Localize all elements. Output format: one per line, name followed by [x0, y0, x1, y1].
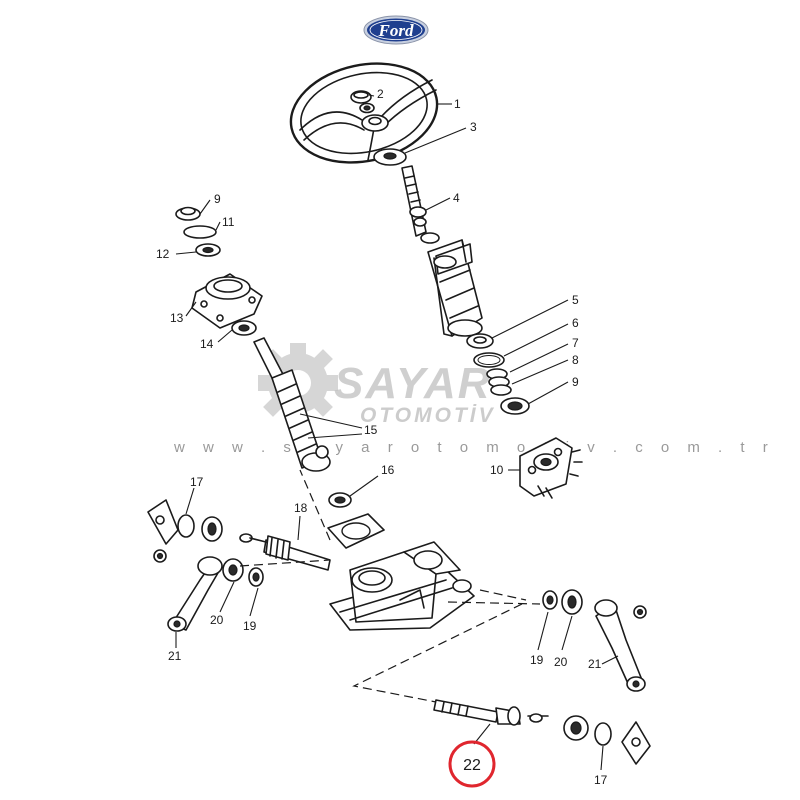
- callout-15: 15: [364, 423, 378, 437]
- seal-ring: [466, 333, 494, 349]
- bearing-race: [195, 243, 221, 257]
- callout-8: 8: [572, 353, 579, 367]
- o-ring-right: [594, 722, 612, 746]
- gear-housing: [329, 541, 475, 631]
- flange-plate-left: [147, 499, 179, 545]
- callout-17-right: 17: [594, 773, 608, 787]
- callout-14: 14: [200, 337, 214, 351]
- worm-shaft: [253, 337, 331, 472]
- o-ring-left: [177, 514, 195, 538]
- callout-6: 6: [572, 316, 579, 330]
- bearing-cup-lower: [500, 397, 530, 415]
- bushing-left: [201, 516, 223, 542]
- bushing-left-2: [222, 558, 244, 582]
- pitman-arm-right: [594, 599, 646, 692]
- callout-20-right: 20: [554, 655, 568, 669]
- callout-21-right: 21: [588, 657, 602, 671]
- lower-shaft: [433, 699, 549, 726]
- seal-right: [542, 590, 558, 610]
- callout-13: 13: [170, 311, 184, 325]
- callout-11: 11: [222, 215, 235, 229]
- callout-19-right: 19: [530, 653, 544, 667]
- pitman-arm-left: [167, 556, 223, 632]
- callout-19-left: 19: [243, 619, 257, 633]
- o-ring: [473, 352, 505, 368]
- callout-10: 10: [490, 463, 504, 477]
- watermark-url: w w w . s a y a r o t o m o t i v . c o …: [173, 439, 775, 456]
- bearing-lower-worm: [328, 492, 352, 508]
- callout-22: 22: [463, 757, 481, 774]
- gasket: [327, 513, 385, 549]
- callout-2: 2: [377, 87, 384, 101]
- watermark-brand: SAYAR: [334, 359, 492, 408]
- callout-labels: 1 2 3 4 5 6 7 8 9 9 10 11 12 13 14 15 16…: [156, 87, 608, 787]
- callout-12: 12: [156, 247, 170, 261]
- leader-lines: [175, 94, 619, 771]
- wheel-nut: [359, 102, 375, 114]
- flange-plate-right: [621, 721, 651, 765]
- bushing-right-2: [563, 715, 589, 741]
- adjuster-cap: [175, 206, 201, 221]
- callout-20-left: 20: [210, 613, 224, 627]
- callout-17-left: 17: [190, 475, 204, 489]
- callout-4: 4: [453, 191, 460, 205]
- bushing-right: [561, 589, 583, 615]
- callout-1: 1: [454, 97, 461, 111]
- callout-9: 9: [572, 375, 579, 389]
- nut-left: [153, 549, 167, 563]
- column-washer: [373, 148, 407, 166]
- watermark-subtitle: OTOMOTİV: [360, 404, 496, 427]
- callout-16: 16: [381, 463, 395, 477]
- callout-5: 5: [572, 293, 579, 307]
- callout-3: 3: [470, 120, 477, 134]
- seal-left: [248, 567, 264, 587]
- horn-button: [350, 90, 372, 104]
- highlight-circle: [448, 740, 496, 788]
- callout-18: 18: [294, 501, 308, 515]
- nut-right: [633, 605, 647, 619]
- callout-9-left: 9: [214, 192, 221, 206]
- assembly-path-lines: [239, 469, 541, 703]
- highlight-part-22: 22: [448, 740, 496, 788]
- callout-21-left: 21: [168, 649, 182, 663]
- spring-stack: [486, 368, 512, 396]
- bearing-left: [231, 320, 257, 336]
- callout-7: 7: [572, 336, 579, 350]
- end-cover: [191, 273, 263, 329]
- o-ring-small: [183, 225, 217, 239]
- ford-logo-text: Ford: [378, 21, 414, 40]
- steering-wheel: [289, 62, 439, 164]
- ford-logo-oval: [367, 18, 425, 42]
- column-shaft-upper: [401, 165, 427, 237]
- ford-logo: Ford: [363, 15, 429, 45]
- sector-shaft: [239, 533, 331, 571]
- side-cover: [519, 437, 583, 499]
- steering-column-housing: [420, 232, 483, 337]
